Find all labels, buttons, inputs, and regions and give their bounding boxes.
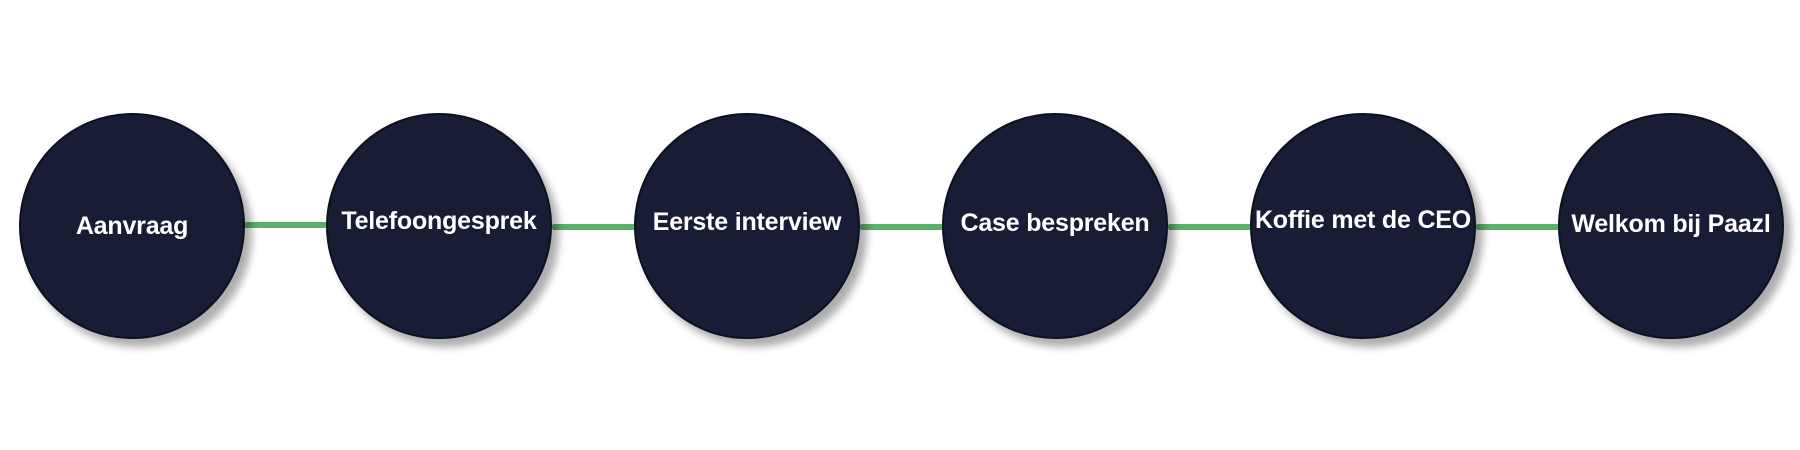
step-case-bespreken: Case bespreken: [942, 113, 1168, 339]
step-welkom-bij-paazl: Welkom bij Paazl: [1558, 113, 1784, 339]
connector-4-5: [1168, 224, 1251, 230]
step-koffie-met-de-ceo: Koffie met de CEO: [1250, 113, 1476, 339]
step-label: Koffie met de CEO: [1254, 205, 1472, 234]
step-eerste-interview: Eerste interview: [634, 113, 860, 339]
step-label: Aanvraag: [75, 211, 189, 240]
connector-5-6: [1476, 224, 1559, 230]
step-telefoongesprek: Telefoongesprek: [326, 113, 552, 339]
connector-2-3: [552, 224, 635, 230]
connector-1-2: [244, 222, 327, 228]
step-label: Case bespreken: [960, 208, 1150, 237]
step-aanvraag: Aanvraag: [19, 113, 245, 339]
step-label: Telefoongesprek: [341, 206, 537, 235]
step-label: Eerste interview: [652, 207, 842, 236]
connector-3-4: [860, 224, 943, 230]
step-label: Welkom bij Paazl: [1571, 209, 1771, 238]
